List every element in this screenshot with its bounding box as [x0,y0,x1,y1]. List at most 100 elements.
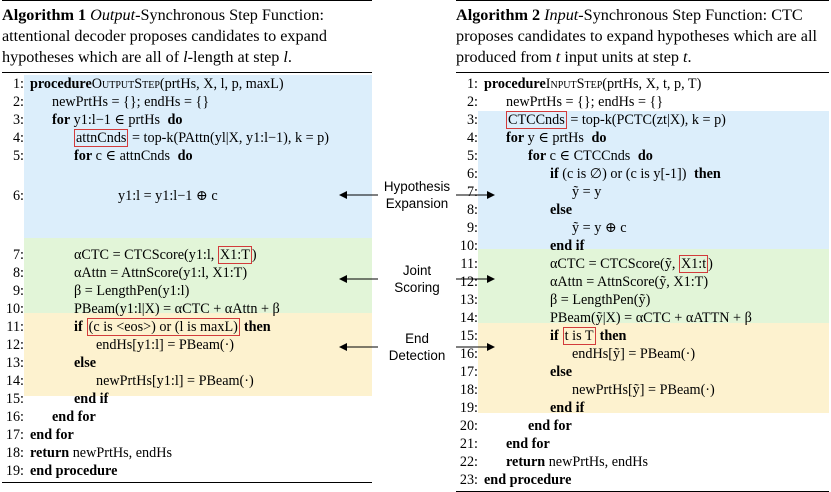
procedure-name: OutputStep [91,76,160,92]
procedure-name: InputStep [545,76,603,92]
keyword: end for [52,409,96,425]
keyword: do [177,148,193,164]
algorithm-1-caption: Algorithm 1 Output-Synchronous Step Func… [2,1,372,70]
code-text: else [550,201,572,219]
code-text: end for [506,435,550,453]
line-number: 14: [5,373,24,389]
code-text: if(c is <eos>) or (l is maxL)then [74,318,271,336]
code-line: 17: else [456,363,829,381]
code-fragment: αCTC = CTCScore(ỹ, [550,256,679,272]
line-number: 12: [5,337,24,353]
code-text: β = LengthPen(ỹ) [550,291,650,309]
code-text: end for [30,426,74,444]
line-number: 6: [466,166,478,182]
code-text: else [550,363,572,381]
algorithm-1: Algorithm 1 Output-Synchronous Step Func… [2,0,372,483]
scoring-region [478,249,829,323]
code-fragment: (prtHs, X, t, p, T) [602,76,702,92]
code-line: 22:return newPrtHs, endHs [456,453,829,471]
code-line: 20:end for [456,417,829,435]
line-number: 4: [466,130,478,146]
keyword: end for [30,427,74,443]
line-number: 18: [459,382,478,398]
keyword: do [167,112,183,128]
keyword: if [550,166,559,182]
keyword: then [599,328,627,344]
code-fragment: ) [251,247,257,263]
code-text: β = LengthPen(y1:l) [74,282,189,300]
code-line: 12:αAttn = AttnScore(ỹ, X1:T) [456,273,829,291]
code-text: else [74,354,96,372]
line-number: 17: [5,427,24,443]
line-number: 10: [459,238,478,254]
code-text: if (c is ∅) or (c is y[-1]) then [550,165,721,183]
top-rule [456,0,829,1]
code-fragment: c ∈ CTCCnds [546,148,634,164]
code-fragment: y1:l−1 ∈ prtHs [70,112,164,128]
code-line: 2: newPrtHs = {}; endHs = {} [456,93,829,111]
code-fragment: newPrtHs, endHs [69,445,172,461]
line-number: 4: [12,130,24,146]
keyword: do [591,130,607,146]
code-line: 8: else [456,201,829,219]
code-line: 7:ỹ = y [456,183,829,201]
caption-label: Algorithm 2 [456,6,541,24]
line-number: 18: [5,445,24,461]
code-line: 3:CTCCnds = top-k(PCTC(zt|X), k = p) [456,111,829,129]
code-line: 21:end for [456,435,829,453]
label-line: Detection [388,348,446,363]
code-text: for c ∈ attnCnds do [74,147,193,165]
keyword: end procedure [484,472,572,488]
code-text: for c ∈ CTCCnds do [528,147,653,165]
top-rule [2,0,372,1]
line-number: 11: [6,319,24,335]
line-number: 5: [12,148,24,164]
keyword: end for [506,436,550,452]
line-number: 13: [459,292,478,308]
code-line: 3:for y1:l−1 ∈ prtHs do [2,111,372,129]
line-number: 8: [12,265,24,281]
code-text: return newPrtHs, endHs [506,453,648,471]
keyword: for [506,130,525,146]
code-text: newPrtHs = {}; endHs = {} [506,93,663,111]
code-line: 15:end if [2,390,372,408]
code-fragment: (prtHs, X, l, p, maxL) [159,76,284,92]
highlight-box: CTCCnds [506,111,567,129]
caption-var: l [183,48,188,66]
caption-emphasis: Output [90,6,136,24]
code-text: procedureInputStep(prtHs, X, t, p, T) [484,75,701,93]
code-text: αCTC = CTCScore(y1:l, X1:T) [74,246,257,264]
code-fragment: newPrtHs[y1:l] = PBeam(·) [96,373,254,389]
code-text: αCTC = CTCScore(ỹ, X1:t) [550,255,713,273]
expansion-region [478,111,829,249]
code-text: end if [550,237,584,255]
keyword: then [243,319,271,335]
code-text: end for [528,417,572,435]
caption-emphasis: Input [544,6,579,24]
line-number: 17: [459,364,478,380]
keyword: end if [550,400,585,416]
line-number: 8: [466,202,478,218]
caption-text: -Synchronous Step Function: CTC proposes… [456,6,817,66]
algorithm-1-body: 1:procedureOutputStep(prtHs, X, l, p, ma… [2,73,372,483]
code-text: PBeam(ỹ|X) = αCTC + αATTN + β [550,309,752,327]
keyword: then [694,166,721,182]
code-line: 1:procedureOutputStep(prtHs, X, l, p, ma… [2,75,372,93]
highlight-box: (c is <eos>) or (l is maxL) [86,318,240,336]
code-line: 19:end if [456,399,829,417]
joint-scoring-label: Joint Scoring [378,262,456,296]
code-line: 12:endHs[y1:l] = PBeam(·) [2,336,372,354]
code-text: end for [52,408,96,426]
code-fragment: newPrtHs = {}; endHs = {} [506,94,664,110]
hypothesis-expansion-label: Hypothesis Expansion [378,178,456,212]
highlight-box: X1:T [217,246,252,264]
detection-region [24,313,372,396]
code-text: y1:l = y1:l−1 ⊕ c [118,187,218,205]
caption-var2: l [283,48,288,66]
line-number: 2: [466,94,478,110]
label-line: Joint [402,263,432,278]
code-line: 13:else [2,354,372,372]
caption-text: -Synchronous Step Function: attentional … [2,6,327,66]
keyword: end if [74,391,109,407]
